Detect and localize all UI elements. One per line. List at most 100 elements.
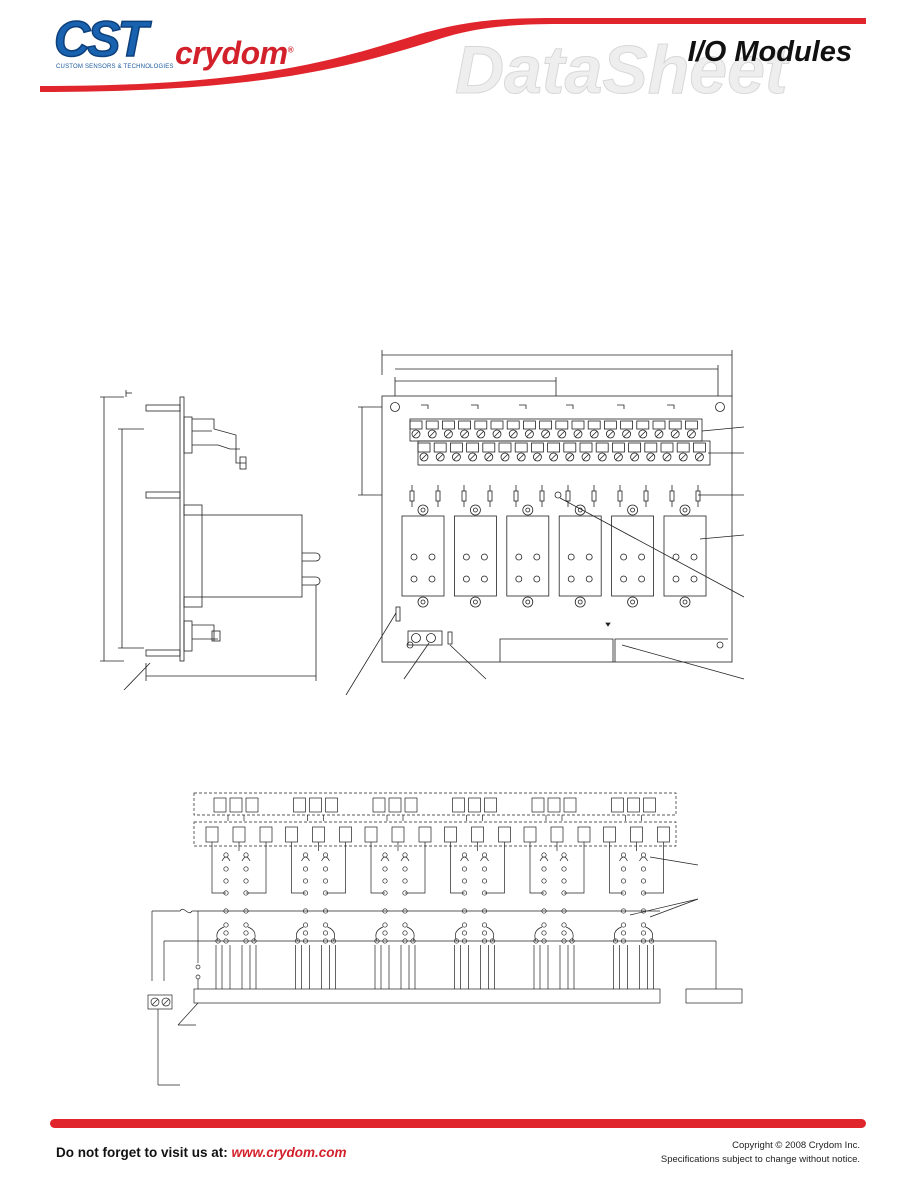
wire <box>370 842 385 894</box>
terminal-screw <box>532 452 542 462</box>
terminal-block <box>550 826 564 843</box>
contact-node <box>561 878 567 884</box>
terminal-screw <box>606 429 615 439</box>
mechanical-dimension-drawing <box>100 350 745 696</box>
terminal-block <box>571 420 585 430</box>
terminal-block <box>205 826 219 843</box>
screw-slot <box>485 453 493 461</box>
header-swoosh: DataSheet <box>40 18 866 109</box>
terminal-block <box>364 826 378 843</box>
terminal-screw <box>589 429 599 439</box>
io-module <box>663 515 707 597</box>
wire <box>564 842 585 894</box>
terminal-block <box>293 797 306 813</box>
terminal-block <box>418 826 432 843</box>
screw-slot <box>623 430 630 438</box>
terminal-block <box>652 420 666 430</box>
contact-node <box>620 930 627 936</box>
contact-node <box>243 890 249 896</box>
side-view <box>100 390 321 691</box>
terminal-screw <box>484 452 494 462</box>
module-pin <box>585 575 593 583</box>
terminal-block <box>490 420 504 430</box>
contact-node <box>461 866 468 872</box>
terminal-block <box>468 797 481 813</box>
module-pin <box>428 575 436 583</box>
contact-node <box>223 922 229 928</box>
contact-node <box>243 930 249 936</box>
terminal-block <box>213 797 227 813</box>
terminal-block <box>433 442 447 453</box>
contact-node <box>561 930 567 936</box>
terminal-block <box>259 826 273 843</box>
terminal-screw <box>678 452 688 462</box>
contact-node <box>541 930 547 936</box>
mount-hole <box>630 507 635 513</box>
module-pin <box>480 553 488 561</box>
wire <box>455 926 494 942</box>
contact-node <box>382 930 388 936</box>
screw-slot <box>493 430 501 438</box>
wire <box>211 842 226 894</box>
mount-tab <box>574 596 586 608</box>
module-pin <box>567 575 575 583</box>
mount-tab <box>627 504 638 516</box>
terminal-block <box>530 442 544 453</box>
module-pin <box>567 553 575 561</box>
wire <box>375 926 415 942</box>
screw-slot <box>566 453 574 461</box>
contact-node <box>402 852 408 858</box>
screw-slot <box>477 430 485 438</box>
terminal-block <box>676 442 690 453</box>
terminal-block <box>471 826 484 843</box>
terminal-block <box>603 826 616 843</box>
terminal-screw <box>541 429 551 439</box>
contact-node <box>223 866 229 872</box>
screw-slot <box>574 430 582 438</box>
contact-node <box>402 922 408 928</box>
terminal-block <box>563 797 577 813</box>
mount-hole <box>682 507 688 513</box>
contact-node <box>302 878 309 884</box>
terminal-block <box>474 420 488 430</box>
screw-slot <box>412 430 420 438</box>
screw-slot <box>436 453 444 461</box>
contact-node <box>620 852 627 858</box>
screw-slot <box>445 430 452 438</box>
terminal-screw <box>565 452 575 462</box>
terminal-screw <box>508 429 518 439</box>
terminal-screw <box>460 429 470 439</box>
terminal-screw <box>654 429 664 439</box>
contact-node <box>481 922 488 928</box>
terminal-block <box>449 442 463 453</box>
contact-node <box>481 852 488 858</box>
contact-node <box>461 852 468 858</box>
terminal-block <box>644 442 658 453</box>
terminal-screw <box>581 452 591 462</box>
contact-node <box>223 852 229 858</box>
terminal-screw <box>646 452 656 462</box>
wiring-diagram <box>147 792 743 1086</box>
module-pin <box>462 575 470 583</box>
website-link[interactable]: www.crydom.com <box>231 1145 347 1160</box>
fuse <box>513 490 519 502</box>
mount-tab <box>679 504 691 516</box>
screw-slot <box>501 453 509 461</box>
module-pin <box>515 553 523 561</box>
terminal-block <box>630 826 643 843</box>
contact-node <box>322 852 329 858</box>
contact-node <box>461 890 468 896</box>
screw-slot <box>615 453 622 461</box>
terminal-block <box>312 826 325 843</box>
terminal-block <box>417 442 431 453</box>
contact-node <box>243 922 249 928</box>
mount-hole <box>630 599 635 605</box>
terminal-block <box>587 420 601 430</box>
module-pin <box>690 575 698 583</box>
contact-node <box>402 878 408 884</box>
footer-visit-text: Do not forget to visit us at: <box>56 1145 232 1160</box>
switch-contact <box>539 856 569 862</box>
fuse <box>695 490 701 502</box>
terminal-block <box>577 826 591 843</box>
wire <box>529 842 544 894</box>
